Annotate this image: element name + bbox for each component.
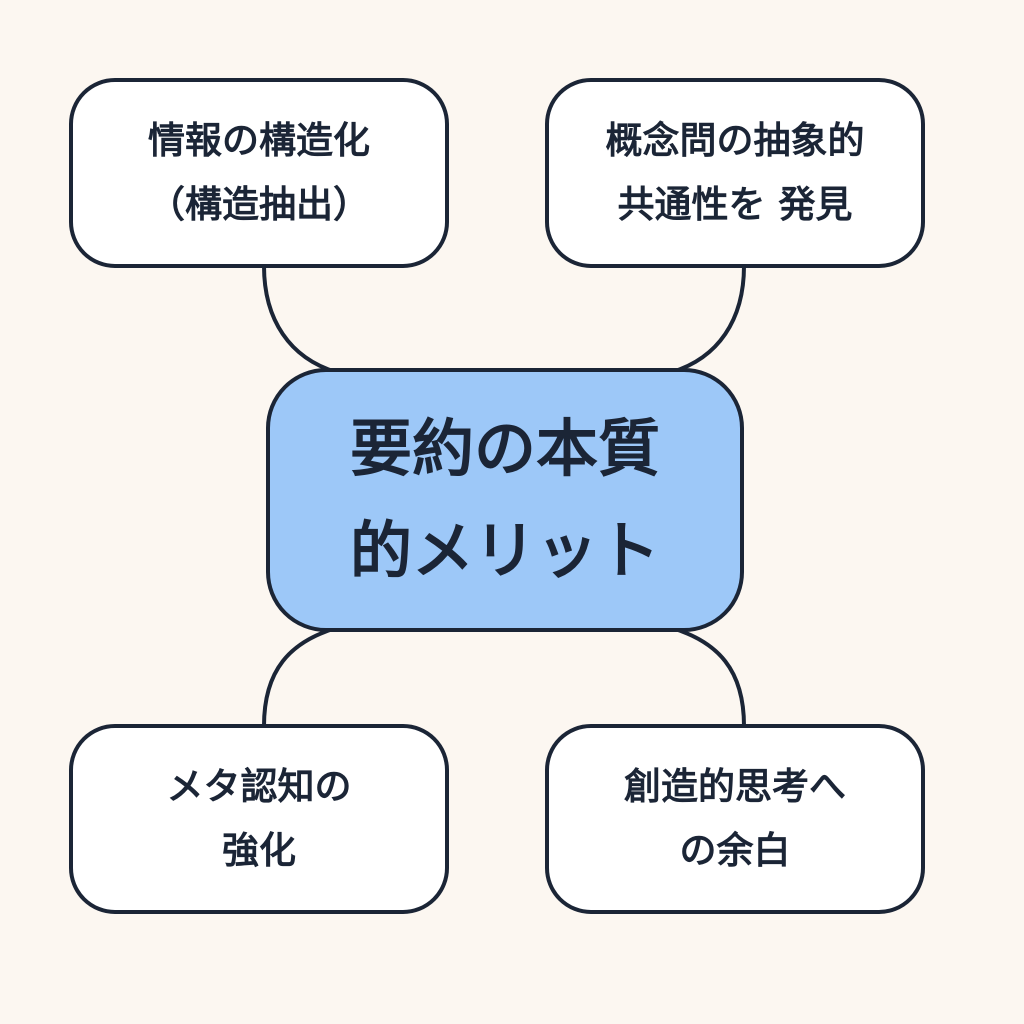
node-metacognition: メタ認知の 強化: [69, 724, 449, 914]
node-metacognition-line1: メタ認知の: [166, 765, 352, 808]
node-abstraction-line2: 共通性を 発見: [617, 183, 853, 226]
node-creative-space: 創造的思考へ の余白: [545, 724, 925, 914]
node-structuring-line2: （構造抽出）: [148, 183, 370, 226]
node-abstraction-line1: 概念問の抽象的: [605, 119, 865, 162]
connector-bottom-right: [671, 626, 746, 727]
center-node-line1: 要約の本質: [349, 412, 660, 485]
center-node: 要約の本質 的メリット: [266, 368, 744, 632]
node-metacognition-line2: 強化: [222, 829, 296, 872]
node-abstraction: 概念問の抽象的 共通性を 発見: [545, 78, 925, 268]
node-creative-space-line1: 創造的思考へ: [624, 765, 846, 808]
connector-bottom-left: [262, 626, 337, 727]
center-node-line2: 的メリット: [349, 514, 660, 587]
node-creative-space-line2: の余白: [679, 829, 791, 872]
node-structuring-line1: 情報の構造化: [148, 119, 370, 162]
node-structuring: 情報の構造化 （構造抽出）: [69, 78, 449, 268]
connector-top-right: [671, 265, 746, 374]
connector-top-left: [262, 265, 337, 374]
